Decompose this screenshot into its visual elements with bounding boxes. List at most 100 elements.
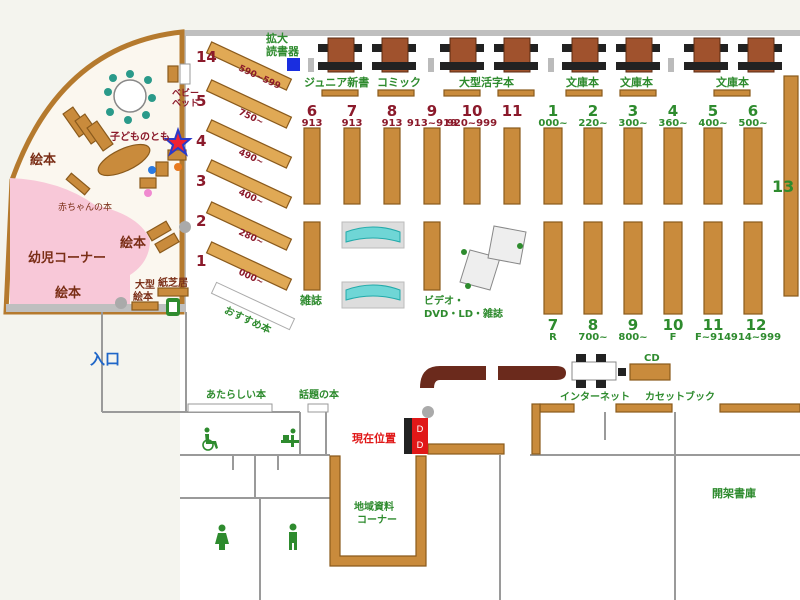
shelf-red-9 — [423, 127, 441, 205]
benches — [341, 221, 405, 309]
internet-side-shelf — [531, 403, 541, 455]
kids-oval-table — [97, 143, 151, 177]
pink-marker — [144, 189, 152, 197]
kids-shelf-2 — [205, 201, 293, 251]
kids-pillar — [179, 221, 191, 233]
shelf-green-4 — [663, 127, 683, 205]
kids-bookshelf-left — [62, 106, 114, 152]
current-location-marker: D D — [404, 418, 428, 454]
shelf-green-num-4: 4 — [668, 102, 678, 120]
shelf-green-12 — [743, 221, 763, 315]
wall-top — [180, 30, 800, 36]
shelf-green-code-8: 700~ — [578, 332, 607, 343]
shelf-green-6 — [743, 127, 763, 205]
kids-box-2 — [154, 232, 180, 254]
counter-left — [420, 366, 486, 388]
shelf-green-code-11: F~914 — [695, 332, 731, 343]
kids-shelf-num-1: 1 — [196, 252, 206, 270]
internet-shelf — [539, 403, 575, 413]
kids-diagonal-shelves — [205, 41, 296, 331]
shelf-green-num-10: 10 — [663, 316, 684, 334]
center-pillar — [422, 406, 434, 418]
shelf-red-num-8: 8 — [387, 102, 397, 120]
kids-shelf-num-4: 4 — [196, 132, 206, 150]
label-video-2: DVD・LD・雑誌 — [424, 307, 503, 320]
kids-box-1 — [146, 220, 172, 242]
label-kamishibai: 紙芝居 — [158, 276, 188, 289]
kids-shelf-num-14: 14 — [196, 48, 217, 66]
counter-right — [498, 366, 566, 380]
shelf-green-8 — [583, 221, 603, 315]
top-label-shelves — [321, 89, 751, 97]
shelf-green-code-6: 500~ — [738, 118, 767, 129]
shelf-red-num-6: 6 — [307, 102, 317, 120]
kids-bottom-wall — [6, 304, 186, 312]
shelf-green-num-5: 5 — [708, 102, 718, 120]
label-bunko-3: 文庫本 — [716, 75, 749, 89]
nonfiction-shelves-top — [543, 127, 763, 205]
label-genzai: 現在位置 — [352, 431, 396, 445]
kids-shelf-num-2: 2 — [196, 212, 206, 230]
wheelchair-icon — [202, 427, 218, 451]
shelf-red-7 — [343, 127, 361, 205]
shelf-green-5 — [703, 127, 723, 205]
reading-desks — [318, 37, 782, 73]
kaika-shelf — [719, 403, 800, 413]
cassette-shelf — [615, 403, 673, 413]
top-pillars — [308, 58, 674, 72]
kids-stools — [104, 70, 156, 124]
label-baby-bed-1: ベビー — [172, 87, 199, 99]
svg-text:D: D — [417, 441, 424, 451]
shelf-green-11 — [703, 221, 723, 315]
label-kakudai-1: 拡大 — [266, 31, 288, 45]
shelf-red-10 — [463, 127, 481, 205]
kids-pink-area — [10, 178, 150, 305]
shelf-red-code-10: 920~999 — [447, 118, 497, 129]
atarashii-shelf — [187, 403, 273, 413]
entrance-pillar — [115, 297, 127, 309]
shelf-green-num-8: 8 — [588, 316, 598, 334]
shelf-green-num-12: 12 — [746, 316, 767, 334]
shelf-red-code-9: 913~919 — [407, 118, 457, 129]
label-cd: CD — [644, 353, 660, 364]
shelf-red-code-6: 913 — [302, 118, 323, 129]
label-zasshi: 雑誌 — [299, 293, 322, 307]
shelf-red-11 — [503, 127, 521, 205]
shelf-red-8 — [383, 127, 401, 205]
shelf-red-code-7: 913 — [342, 118, 363, 129]
shelf-green-1 — [543, 127, 563, 205]
kodomo-box — [155, 161, 169, 177]
svg-text:D: D — [417, 425, 424, 435]
wadai-shelf — [307, 403, 329, 413]
baby-bed-1 — [167, 65, 179, 83]
baby-changing-icon — [281, 428, 299, 447]
label-wadai: 話題の本 — [299, 388, 340, 401]
shelf-green-code-9: 800~ — [618, 332, 647, 343]
nonfiction-shelves-bottom — [543, 221, 763, 315]
shelf-green-7 — [543, 221, 563, 315]
shelf-green-3 — [623, 127, 643, 205]
shelf-green-10 — [663, 221, 683, 315]
shelf-green-num-11: 11 — [703, 316, 724, 334]
shelf-green-2 — [583, 127, 603, 205]
label-ehon-top: 絵本 — [30, 152, 56, 168]
male-restroom-icon — [289, 523, 297, 550]
female-restroom-icon — [215, 524, 229, 550]
kids-shelf-num-3: 3 — [196, 172, 206, 190]
shelf-green-num-6: 6 — [748, 102, 758, 120]
shelf-green-code-7: R — [549, 332, 557, 343]
shelf-green-num-3: 3 — [628, 102, 638, 120]
star-icon — [163, 126, 193, 157]
oogata-ehon-shelf — [131, 301, 159, 311]
label-baby-bed-2: ベッド — [172, 98, 199, 109]
kodomo-box-2 — [139, 177, 157, 189]
label-cassette: カセットブック — [645, 390, 715, 403]
shelf-red-num-11: 11 — [502, 102, 523, 120]
magazine-shelf — [303, 221, 321, 291]
label-chiiki-2: コーナー — [357, 514, 397, 526]
blue-marker — [148, 166, 156, 174]
kids-shelf-14 — [205, 41, 293, 91]
label-ehon-bottom: 絵本 — [55, 285, 81, 301]
